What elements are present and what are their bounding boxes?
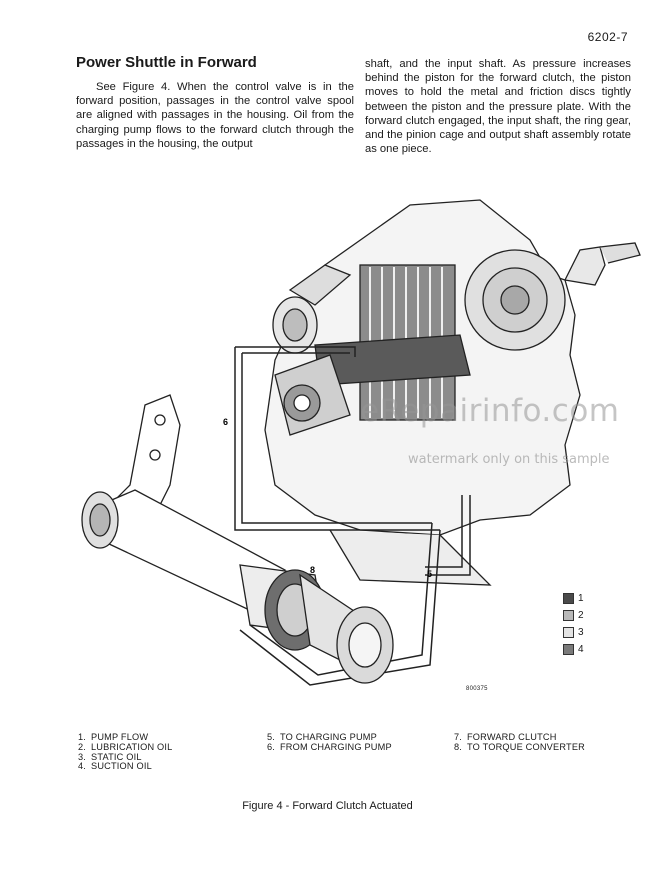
legend-item: 3 xyxy=(563,624,603,640)
section-heading: Power Shuttle in Forward xyxy=(76,54,257,71)
legend-swatch-2 xyxy=(563,609,574,621)
figure-key-column-3: 7.FORWARD CLUTCH 8.TO TORQUE CONVERTER xyxy=(454,732,585,753)
legend-item: 4 xyxy=(563,641,603,657)
legend-number: 4 xyxy=(578,643,584,655)
legend-number: 1 xyxy=(578,592,584,604)
body-text-right-column: shaft, and the input shaft. As pressure … xyxy=(365,58,631,156)
callout-5: 5 xyxy=(427,569,432,579)
legend-swatch-3 xyxy=(563,626,574,638)
page-number: 6202-7 xyxy=(587,30,628,44)
key-item: 6.FROM CHARGING PUMP xyxy=(267,741,392,752)
transmission-cutaway-illustration: 6 8 5 xyxy=(60,185,650,715)
legend-swatch-1 xyxy=(563,592,574,604)
legend-swatch-4 xyxy=(563,643,574,655)
transmission-drawing: 6 8 5 xyxy=(81,199,641,686)
figure-key-column-2: 5.TO CHARGING PUMP 6.FROM CHARGING PUMP xyxy=(267,732,392,753)
key-item: 8.TO TORQUE CONVERTER xyxy=(454,741,585,752)
key-item: 5.TO CHARGING PUMP xyxy=(267,732,377,742)
key-item: 1.PUMP FLOW xyxy=(78,732,149,742)
oil-type-legend: 1 2 3 4 xyxy=(563,590,603,658)
output-shaft-assembly xyxy=(81,489,394,684)
legend-item: 1 xyxy=(563,590,603,606)
legend-number: 3 xyxy=(578,626,584,638)
figure-reference-number: 800375 xyxy=(466,686,488,692)
callout-6: 6 xyxy=(223,417,228,427)
legend-number: 2 xyxy=(578,609,584,621)
transmission-housing xyxy=(264,199,641,586)
body-text-left-column: See Figure 4. When the control valve is … xyxy=(76,81,354,150)
key-item: 7.FORWARD CLUTCH xyxy=(454,732,557,742)
watermark-subtext: watermark only on this sample xyxy=(408,452,610,467)
figure-key-column-1: 1.PUMP FLOW 2.LUBRICATION OIL 3.STATIC O… xyxy=(78,732,173,772)
callout-8: 8 xyxy=(310,565,315,575)
watermark: eRepairinfo.com xyxy=(360,393,620,429)
key-item: 2.LUBRICATION OIL xyxy=(78,741,173,752)
key-item: 4.SUCTION OIL xyxy=(78,761,152,772)
figure-caption: Figure 4 - Forward Clutch Actuated xyxy=(242,800,413,812)
key-item: 3.STATIC OIL xyxy=(78,751,142,762)
legend-item: 2 xyxy=(563,607,603,623)
